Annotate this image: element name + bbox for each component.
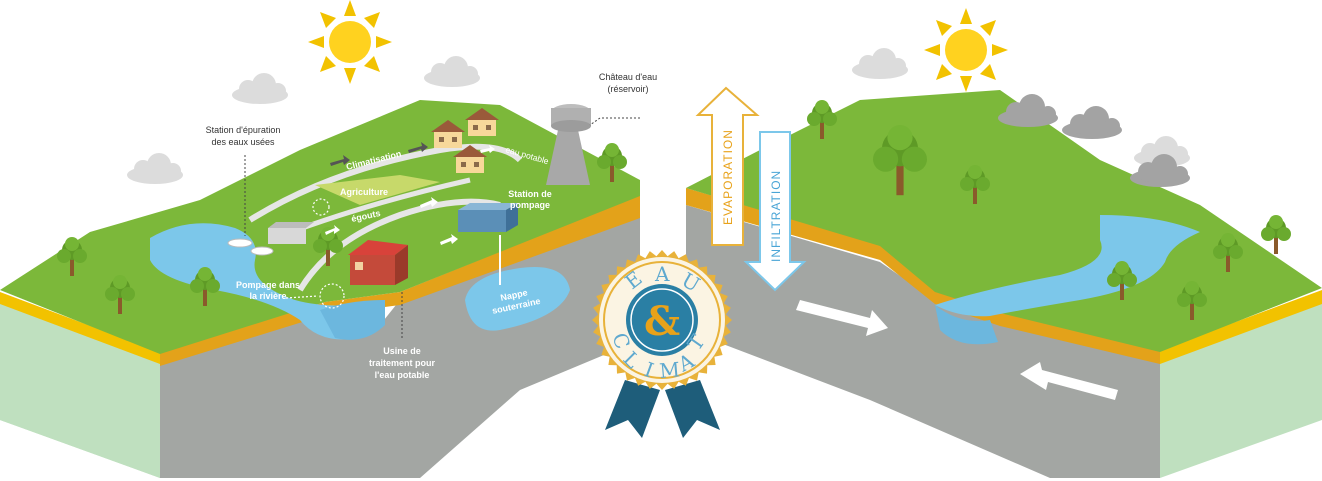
label-station-epuration: Station d'épuration des eaux usées	[206, 125, 281, 147]
label-pompage-riviere: Pompage dans la rivière	[236, 280, 300, 301]
badge-center	[626, 284, 698, 356]
left-rock-side	[0, 300, 160, 478]
label-line: la rivière	[249, 291, 286, 301]
wastewater-station-icon	[227, 222, 314, 256]
label-station-pompage: Station de pompage	[508, 189, 552, 210]
label-line: pompage	[510, 200, 550, 210]
label-line: Pompage dans	[236, 280, 300, 290]
label-line: Station de	[508, 189, 552, 199]
label-line: (réservoir)	[607, 84, 648, 94]
factory-icon	[348, 240, 408, 285]
groundwater-flow-right-arrow	[796, 300, 888, 336]
leader-lines	[244, 117, 640, 340]
eau-climat-badge: & E A U C L I M A T	[592, 250, 732, 438]
cloud-icon	[1062, 106, 1122, 139]
right-soil-layer	[686, 188, 1160, 364]
label-line: des eaux usées	[211, 137, 275, 147]
label-line: l'eau potable	[375, 370, 430, 380]
groundwater-aquifer	[465, 266, 570, 331]
right-rock-face	[686, 205, 1160, 478]
badge-ribbon-right	[665, 380, 720, 438]
left-soil-layer	[0, 292, 160, 364]
label-line: traitement pour	[369, 358, 436, 368]
evaporation-label: EVAPORATION	[721, 129, 735, 225]
pumping-station-icon	[458, 203, 518, 232]
sun-icon	[308, 0, 392, 84]
infiltration-arrow: INFILTRATION	[743, 131, 807, 292]
label-line: Station d'épuration	[206, 125, 281, 135]
water-tower-icon	[546, 104, 591, 185]
groundwater-flow-left-arrow	[1020, 362, 1118, 400]
infiltration-label: INFILTRATION	[769, 170, 783, 262]
badge-ampersand: &	[644, 298, 680, 345]
badge-ribbon-left	[605, 380, 660, 438]
label-line: Château d'eau	[599, 72, 657, 82]
badge-letter: M	[658, 357, 680, 383]
climatisation-arrows	[325, 142, 495, 245]
right-land-block	[686, 90, 1322, 478]
right-river	[935, 215, 1200, 317]
cloud-icon	[232, 73, 288, 104]
left-buildings	[227, 104, 591, 285]
cloud-icon	[852, 48, 908, 79]
road	[248, 143, 523, 223]
cloud-icon	[127, 153, 183, 184]
sun-icon	[924, 8, 1008, 92]
agriculture-field	[315, 175, 440, 205]
label-line: Usine de	[383, 346, 421, 356]
label-agriculture: Agriculture	[340, 187, 388, 197]
left-soil-layer-front	[160, 195, 640, 366]
badge-letter: A	[654, 262, 670, 286]
right-grass-top	[686, 90, 1322, 352]
tree-icon	[1261, 215, 1291, 254]
label-chateau: Château d'eau (réservoir)	[599, 72, 657, 94]
right-soil-side	[1160, 290, 1322, 364]
evaporation-arrow: EVAPORATION	[695, 86, 760, 246]
cloud-icon	[424, 56, 480, 87]
road	[297, 198, 501, 292]
label-usine: Usine de traitement pour l'eau potable	[369, 346, 436, 380]
